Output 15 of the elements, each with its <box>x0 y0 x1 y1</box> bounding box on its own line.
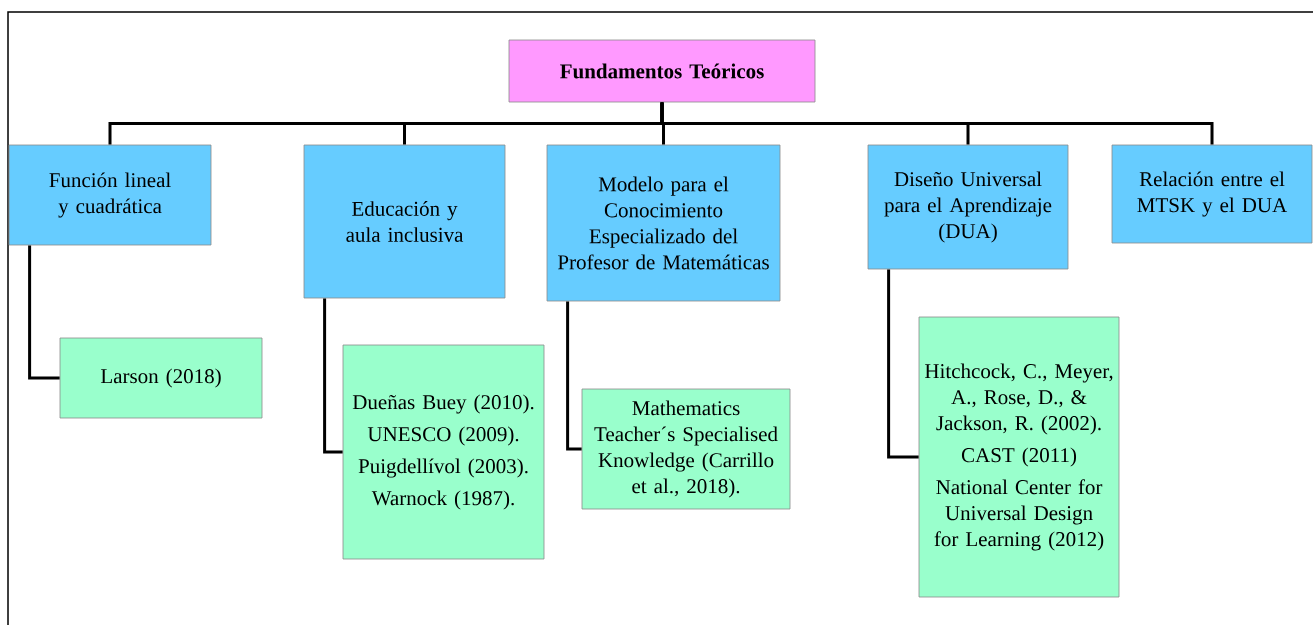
reference-box: Hitchcock, C., Meyer, A., Rose, D., & Jackson, R. (2002). CAST (2011) National Center for Universal Design for Learning (2012) <box>918 316 1120 598</box>
topic-box: Diseño Universal para el Aprendizaje (DUA) <box>867 144 1069 270</box>
topic-box: Educación y aula inclusiva <box>303 144 506 299</box>
connector-line <box>660 102 1214 145</box>
reference-box: Mathematics Teacher´s Specialised Knowledge (Carrillo et al., 2018). <box>581 388 791 510</box>
connector-line <box>323 298 343 454</box>
reference-box: Larson (2018) <box>59 337 263 419</box>
topic-box: Relación entre el MTSK y el DUA <box>1111 144 1313 244</box>
title-box: Fundamentos Teóricos <box>508 39 816 103</box>
connector-line <box>28 245 60 380</box>
reference-box: Dueñas Buey (2010). UNESCO (2009). Puigdellívol (2003). Warnock (1987). <box>342 344 545 560</box>
topic-box: Función lineal y cuadrática <box>8 144 212 246</box>
connector-line <box>566 301 582 451</box>
connector-line <box>887 269 919 459</box>
topic-box: Modelo para el Conocimiento Especializado del Profesor de Matemáticas <box>546 144 781 302</box>
